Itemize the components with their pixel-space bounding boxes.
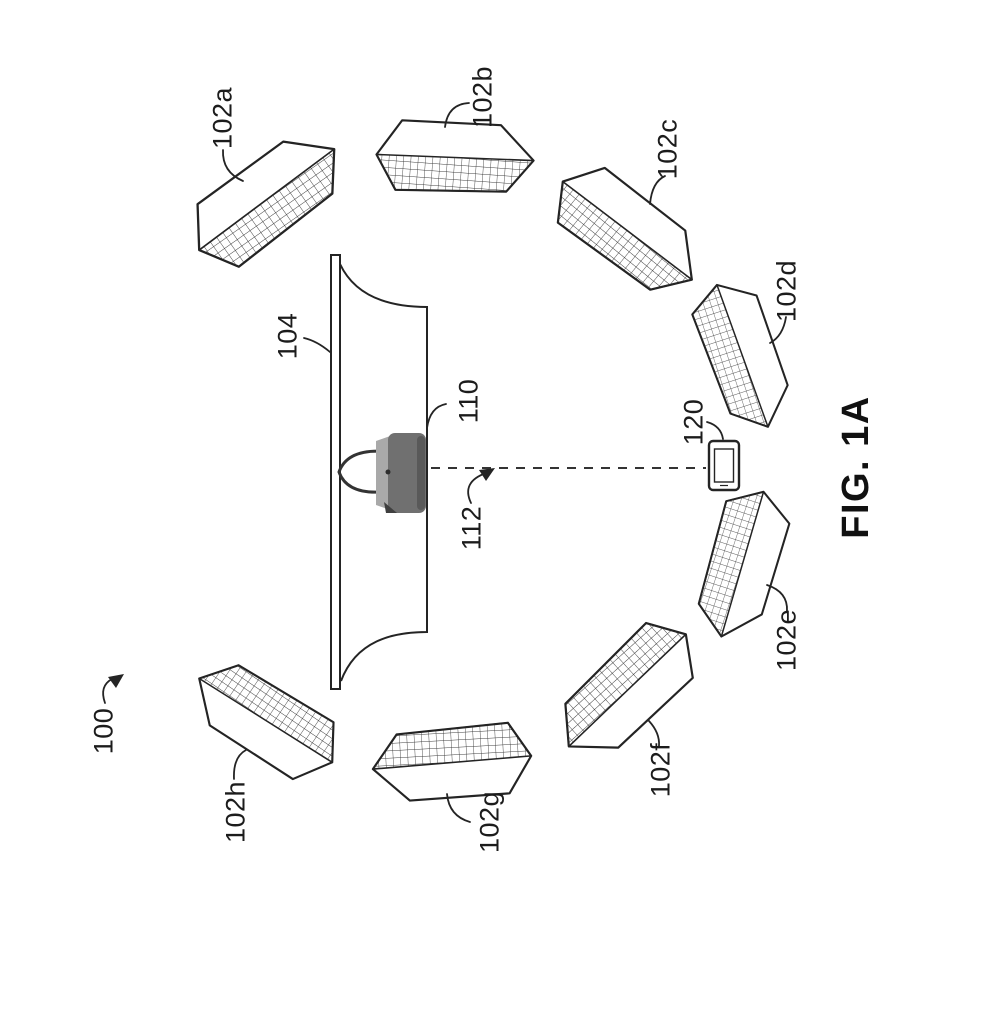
- leader-102c: [649, 175, 666, 205]
- label-102b: 102b: [467, 65, 498, 129]
- leader-102f: [648, 720, 660, 747]
- device-foot: [384, 502, 397, 513]
- leader-102b: [444, 102, 470, 128]
- speaker-102f-drawing: [540, 607, 714, 773]
- label-102a: 102a: [207, 86, 238, 150]
- label-102f: 102f: [645, 742, 676, 798]
- leader-104: [303, 337, 331, 353]
- leader-102e: [766, 584, 788, 612]
- leader-110: [426, 403, 447, 429]
- speaker-102b-drawing: [373, 115, 537, 201]
- device-mount-dot: [385, 469, 391, 475]
- label-102d: 102d: [771, 259, 802, 323]
- leader-102h: [233, 749, 247, 780]
- label-102g: 102g: [474, 790, 505, 854]
- speaker-102h-drawing: [179, 645, 353, 795]
- figure-caption: FIG. 1A: [835, 395, 877, 539]
- system-arrow: [102, 674, 124, 704]
- playback-device-drawing: [337, 433, 426, 513]
- axis-arrow: [467, 468, 495, 504]
- leader-102a: [222, 149, 244, 182]
- label-102h: 102h: [220, 780, 251, 844]
- phone-screen: [713, 448, 735, 483]
- leader-lines: [222, 102, 788, 823]
- display-stand: [339, 263, 428, 682]
- leader-102g: [446, 793, 471, 823]
- label-102e: 102e: [771, 608, 802, 672]
- label-100: 100: [88, 707, 119, 755]
- label-120: 120: [678, 398, 709, 446]
- device-stand-bracket: [337, 449, 392, 494]
- label-102c: 102c: [652, 118, 683, 180]
- label-104: 104: [272, 312, 303, 360]
- control-device-drawing: [707, 439, 741, 492]
- label-110: 110: [453, 378, 484, 424]
- leader-102d: [769, 316, 787, 344]
- speaker-102g-drawing: [369, 720, 535, 804]
- label-112: 112: [456, 505, 487, 551]
- device-edge: [417, 436, 425, 510]
- speaker-102c-drawing: [539, 150, 715, 312]
- device-back-panel: [388, 433, 426, 513]
- leader-120: [706, 421, 724, 440]
